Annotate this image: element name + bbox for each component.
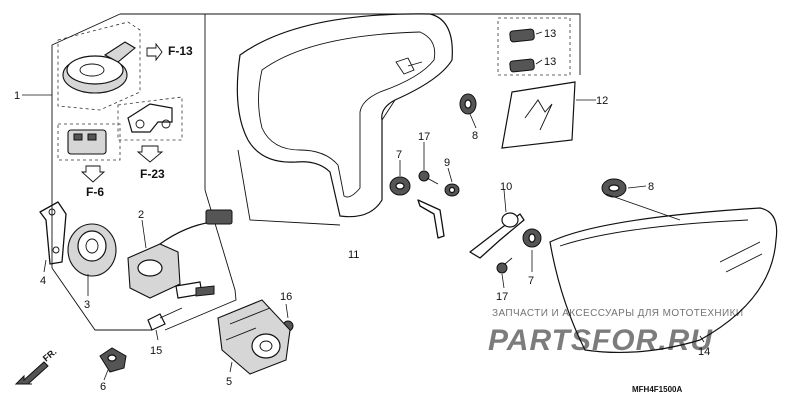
callout-6: 6 <box>100 381 106 393</box>
reference-boxes <box>57 17 571 161</box>
callout-8b: 8 <box>648 181 654 193</box>
callout-7b: 7 <box>528 275 534 287</box>
callout-9: 9 <box>444 157 450 169</box>
fuel-cap-assembly <box>62 41 136 94</box>
connector-block <box>67 129 107 155</box>
assembly-boundary-lines <box>51 13 581 331</box>
callout-13a: 13 <box>544 28 556 40</box>
front-direction-indicator: FR. <box>14 347 59 385</box>
callout-5: 5 <box>226 376 232 388</box>
callout-7a: 7 <box>396 149 402 161</box>
watermark-caption: ЗАПЧАСТИ И АКСЕССУАРЫ ДЛЯ МОТОТЕХНИКИ <box>492 308 743 319</box>
lock-bracket <box>127 103 173 133</box>
callout-2: 2 <box>138 209 144 221</box>
key <box>99 347 127 373</box>
direction-label: FR. <box>41 347 59 364</box>
callout-12: 12 <box>596 95 608 107</box>
callout-10: 10 <box>500 181 512 193</box>
callout-15: 15 <box>150 345 162 357</box>
ref-f13: F-13 <box>168 44 193 58</box>
callout-17a: 17 <box>418 131 430 143</box>
left-side-cover <box>236 13 453 218</box>
callout-17b: 17 <box>496 291 508 303</box>
callout-16: 16 <box>280 291 292 303</box>
ref-f23: F-23 <box>140 167 165 181</box>
callout-numbers: 1 2 3 4 5 6 7 7 8 8 9 10 11 12 13 13 14 … <box>14 28 710 393</box>
callout-1: 1 <box>14 90 20 102</box>
watermark-logo: PARTSFOR.RU <box>488 324 713 357</box>
reference-arrows <box>80 42 164 183</box>
helmet-holder <box>217 299 291 375</box>
mounting-brackets <box>417 199 525 259</box>
callout-13b: 13 <box>544 56 556 68</box>
ref-f6: F-6 <box>86 185 104 199</box>
right-side-cover <box>549 207 778 354</box>
emblem-set <box>501 28 576 149</box>
callout-14: 14 <box>698 346 710 358</box>
diagram-code: MFH4F1500A <box>632 385 682 394</box>
fasteners <box>147 170 513 332</box>
callout-11: 11 <box>348 249 359 261</box>
ignition-switch <box>127 209 233 299</box>
callout-8a: 8 <box>472 130 478 142</box>
watermark: ЗАПЧАСТИ И АКСЕССУАРЫ ДЛЯ МОТОТЕХНИКИ PA… <box>488 308 743 357</box>
grommets <box>389 93 627 248</box>
leader-lines <box>22 31 705 381</box>
lock-cylinder <box>39 201 117 277</box>
callout-4: 4 <box>40 275 46 287</box>
callout-3: 3 <box>84 299 90 311</box>
